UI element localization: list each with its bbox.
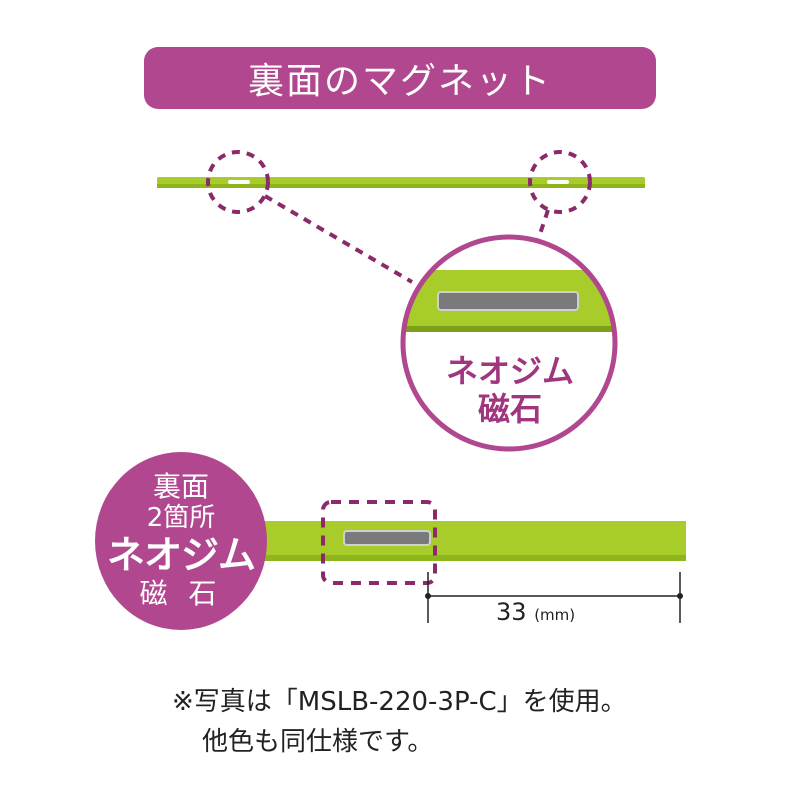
highlight-circle-right [528,150,592,214]
callout-label: ネオジム 磁石 [430,352,590,428]
magnet-slot-left [228,180,250,184]
badge-line3: ネオジム [106,533,256,577]
bar-close-up [262,521,686,561]
dimension-value: 33 [496,598,527,626]
dimension-label: 33 (mm) [496,598,575,626]
highlight-box [321,500,437,585]
magnet-close-up [343,530,431,546]
dimension-unit: (mm) [534,606,576,624]
section-title: 裏面のマグネット [247,61,552,102]
zoom-callout-circle [400,234,618,452]
badge-line2: 2箇所 [146,503,216,533]
callout-label-line2: 磁石 [477,390,542,428]
feature-badge: 裏面 2箇所 ネオジム 磁 石 [95,452,267,630]
badge-line4: 磁 石 [139,577,223,610]
highlight-circle-left [206,150,270,214]
footnote-line1: ※写真は「MSLB-220-3P-C」を使用。 [172,687,627,717]
footnote-line2: 他色も同仕様です。 [202,727,434,757]
footnote: ※写真は「MSLB-220-3P-C」を使用。 他色も同仕様です。 [172,682,627,762]
magnet-slot-right [547,180,569,184]
callout-label-line1: ネオジム [445,352,574,390]
neodymium-magnet [437,291,579,311]
badge-line1: 裏面 [152,470,209,503]
section-title-banner: 裏面のマグネット [144,47,656,109]
